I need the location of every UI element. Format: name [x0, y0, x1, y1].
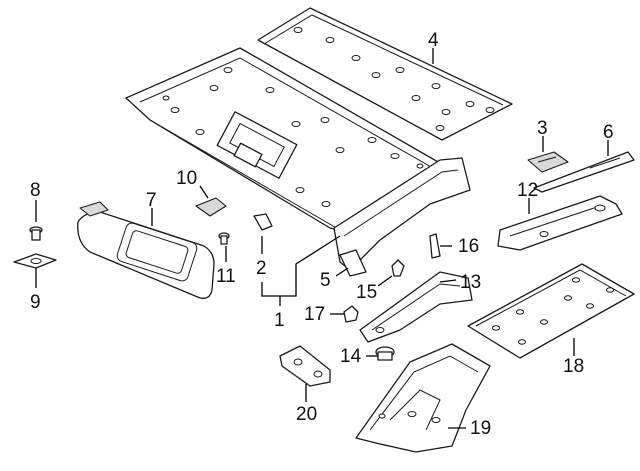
part-11-screw — [218, 232, 230, 245]
part-16-pin — [429, 233, 441, 259]
callout-labels: 4 3 6 12 8 9 7 10 11 2 1 5 15 16 13 17 1… — [30, 30, 614, 439]
callout-3: 3 — [537, 118, 548, 139]
part-14-clip — [375, 346, 395, 361]
part-9-holder — [13, 253, 57, 269]
part-20-bracket — [279, 345, 331, 387]
leader-lines — [35, 48, 609, 429]
callout-10: 10 — [176, 168, 197, 189]
part-15-clip — [391, 259, 405, 277]
part-8-screw — [29, 226, 43, 241]
leader-5 — [335, 267, 349, 277]
callout-18: 18 — [563, 356, 584, 377]
callout-1: 1 — [274, 310, 285, 331]
callout-2: 2 — [256, 258, 267, 279]
callout-7: 7 — [146, 190, 157, 211]
callout-16: 16 — [458, 236, 479, 257]
callout-14: 14 — [340, 346, 362, 367]
part-2-bracket — [253, 213, 273, 231]
callout-13: 13 — [460, 272, 481, 293]
callout-5: 5 — [320, 270, 331, 291]
part-13-trim — [359, 271, 473, 343]
leader-15 — [377, 275, 393, 287]
part-5-pillar-trim — [333, 157, 471, 277]
part-1-headliner — [125, 47, 453, 235]
leader-1 — [261, 235, 341, 297]
callout-4: 4 — [428, 30, 439, 51]
part-19-quarter-trim — [355, 343, 491, 453]
part-7-sun-visor — [77, 201, 215, 299]
part-12-trim — [497, 195, 623, 251]
callout-15: 15 — [356, 282, 377, 303]
part-3-pad — [527, 151, 569, 173]
callout-20: 20 — [296, 404, 317, 425]
callout-11: 11 — [216, 266, 236, 287]
callout-17: 17 — [304, 304, 325, 325]
part-6-strip — [533, 151, 635, 193]
callout-9: 9 — [30, 292, 41, 313]
callout-19: 19 — [470, 418, 491, 439]
part-10-clip — [195, 197, 227, 217]
part-18-panel — [467, 263, 635, 359]
callout-6: 6 — [603, 122, 614, 143]
leader-10 — [199, 185, 209, 199]
leader-13 — [439, 279, 457, 283]
part-4-panel — [257, 7, 513, 141]
callout-8: 8 — [30, 180, 41, 201]
callout-12: 12 — [517, 180, 538, 201]
part-17-cap — [343, 305, 359, 323]
